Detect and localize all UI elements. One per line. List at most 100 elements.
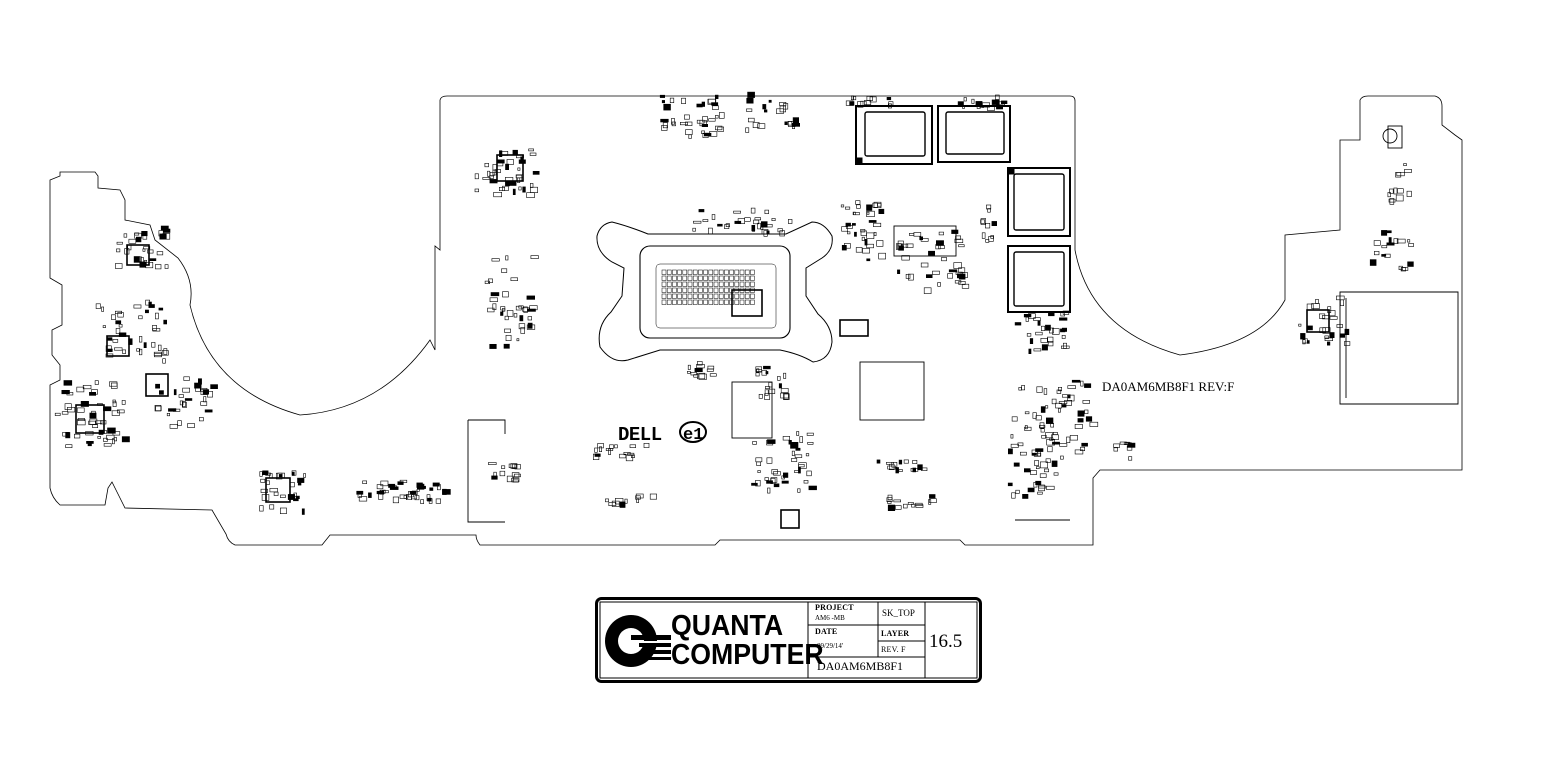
component-footprint — [627, 452, 635, 456]
component-footprint — [751, 482, 758, 486]
component-footprint — [887, 103, 892, 109]
cpu-pad — [661, 281, 667, 287]
component-footprint — [912, 459, 918, 464]
component-footprint — [663, 103, 671, 111]
cpu-pad — [698, 269, 703, 275]
component-footprint — [112, 438, 115, 445]
component-footprint — [297, 477, 305, 483]
component-footprint — [611, 500, 620, 507]
component-footprint — [929, 494, 936, 499]
component-footprint — [920, 262, 929, 268]
cpu-pad — [750, 287, 755, 293]
component-footprint — [805, 453, 810, 457]
component-footprint — [777, 376, 781, 381]
component-footprint — [489, 343, 497, 349]
component-footprint — [662, 122, 668, 129]
component-footprint — [182, 387, 190, 393]
component-footprint — [1026, 333, 1032, 337]
component-footprint — [643, 442, 650, 448]
component-footprint — [594, 447, 598, 453]
component-footprint — [845, 206, 851, 210]
cpu-pad — [682, 269, 688, 275]
component-footprint — [493, 192, 503, 198]
component-footprint — [670, 118, 675, 125]
component-footprint — [61, 411, 69, 415]
component-footprint — [156, 251, 164, 256]
component-footprint — [760, 221, 768, 228]
cpu-pad — [734, 269, 740, 275]
component-footprint — [368, 492, 372, 498]
cpu-pad — [698, 299, 703, 305]
component-footprint — [745, 127, 750, 133]
component-footprint — [65, 444, 73, 449]
component-footprint — [762, 104, 767, 110]
component-footprint — [397, 481, 404, 485]
component-footprint — [1306, 303, 1314, 311]
component-footprint — [1052, 328, 1060, 335]
cpu-pad — [744, 269, 750, 275]
component-footprint — [1007, 448, 1013, 455]
component-footprint — [529, 305, 538, 311]
component-footprint — [269, 487, 278, 493]
component-footprint — [715, 125, 723, 131]
version-number: 16.5 — [929, 631, 963, 652]
component-footprint — [857, 101, 864, 108]
component-footprint — [864, 239, 868, 246]
component-footprint — [860, 230, 867, 236]
component-footprint — [1011, 416, 1018, 422]
component-footprint — [91, 410, 96, 414]
component-footprint — [1125, 442, 1132, 445]
component-footprint — [178, 394, 184, 398]
component-footprint — [1035, 480, 1042, 486]
e1-badge: e1 — [683, 426, 703, 445]
component-footprint — [1403, 163, 1407, 167]
component-footprint — [1033, 481, 1038, 488]
component-footprint — [89, 391, 97, 396]
component-footprint — [1369, 259, 1377, 266]
component-footprint — [529, 183, 534, 188]
component-footprint — [74, 433, 81, 439]
component-footprint — [76, 386, 85, 393]
date-label: DATE — [815, 627, 838, 636]
component-footprint — [163, 348, 168, 355]
title-block: QUANTA COMPUTER PROJECT AM6 -MB SK_TOP D… — [595, 597, 982, 683]
cpu-pad — [739, 269, 745, 275]
component-footprint — [954, 238, 964, 244]
component-footprint — [609, 444, 614, 449]
cpu-pad — [677, 293, 682, 299]
component-footprint — [862, 248, 870, 254]
component-footprint — [803, 480, 809, 484]
sheet-value: SK_TOP — [882, 608, 915, 618]
cpu-pad — [713, 287, 719, 293]
component-footprint — [529, 186, 538, 193]
cpu-socket-outline — [596, 221, 833, 363]
component-footprint — [260, 478, 266, 483]
component-footprint — [1077, 418, 1084, 423]
component-footprint — [168, 408, 177, 412]
component-footprint — [526, 192, 535, 199]
component-footprint — [526, 295, 536, 300]
component-footprint — [1398, 265, 1403, 271]
component-footprint — [112, 401, 117, 407]
component-footprint — [958, 244, 965, 248]
component-footprint — [422, 485, 426, 489]
component-footprint — [794, 470, 800, 473]
component-footprint — [105, 345, 112, 352]
component-footprint — [357, 491, 362, 498]
component-footprint — [506, 475, 514, 483]
component-footprint — [895, 467, 899, 474]
bga-chip-group-top — [855, 105, 1071, 313]
component-footprint — [63, 380, 73, 386]
component-footprint — [1126, 445, 1133, 451]
component-footprint — [528, 148, 534, 152]
component-footprint — [67, 406, 76, 413]
ic-package — [265, 477, 291, 503]
component-footprint — [1393, 187, 1398, 195]
cpu-pad — [661, 275, 667, 281]
component-footprint — [143, 246, 151, 250]
component-footprint — [752, 122, 760, 129]
component-footprint — [529, 152, 537, 156]
component-footprint — [746, 97, 754, 104]
component-footprint — [692, 227, 696, 232]
component-footprint — [141, 231, 148, 237]
